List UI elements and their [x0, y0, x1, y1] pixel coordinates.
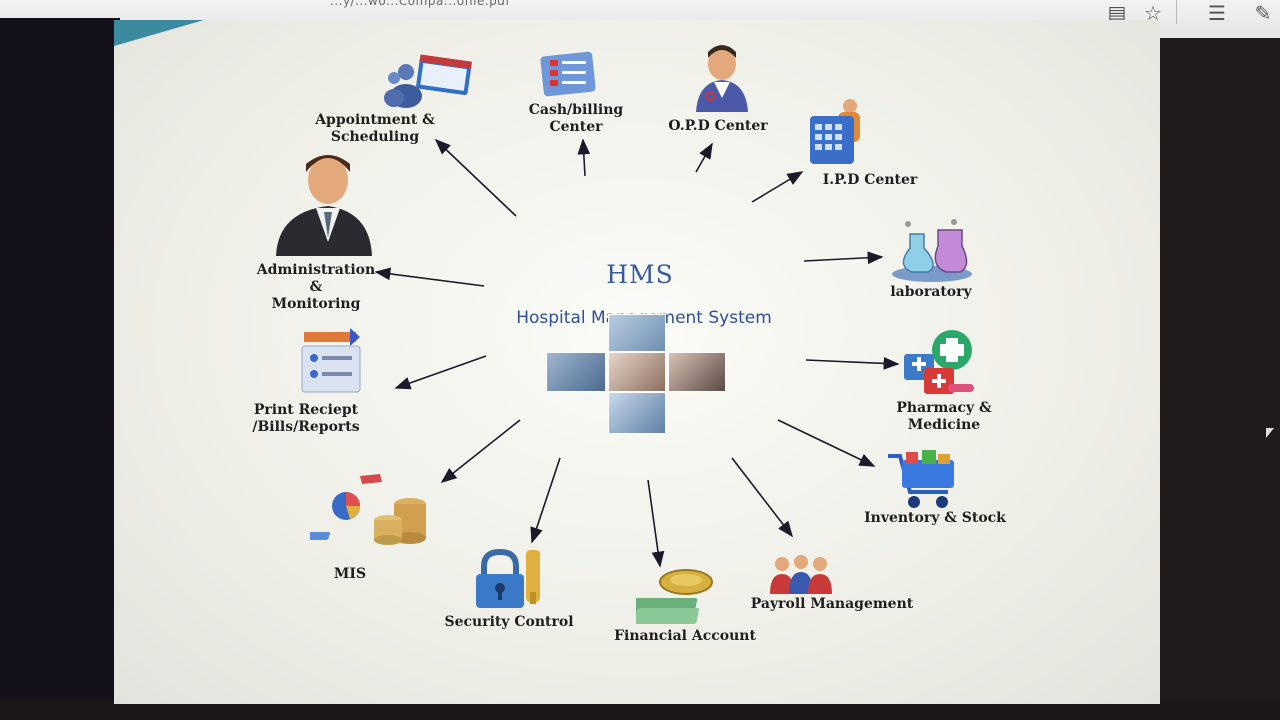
module-payroll[interactable]: Payroll Management — [750, 596, 914, 612]
staff-icon — [770, 555, 832, 594]
arrow-opd — [695, 142, 713, 173]
screen-bezel — [0, 700, 1280, 720]
calendar-people-icon — [384, 54, 472, 108]
diagram-title: HMS — [606, 260, 674, 289]
doctor-icon — [696, 45, 748, 112]
calendar-nurse-icon — [810, 99, 860, 164]
mouse-cursor-icon — [1266, 428, 1274, 438]
hub-menu-icon[interactable]: ☰ — [1208, 1, 1226, 25]
pie-chart-coins-icon — [310, 474, 426, 545]
medical-photo — [546, 352, 606, 392]
module-mis[interactable]: MIS — [333, 566, 367, 582]
medical-photo — [608, 392, 666, 434]
screen-bezel — [0, 18, 120, 720]
module-financial[interactable]: Financial Account — [614, 628, 756, 644]
arrow-print — [394, 355, 487, 390]
module-appointment[interactable]: Appointment & Scheduling — [315, 112, 435, 145]
arrow-inventory — [777, 419, 876, 467]
money-icon — [636, 569, 713, 624]
arrow-admin — [374, 267, 485, 287]
url-text[interactable]: ...y/...wo...Compa...ofile.pdf — [330, 0, 511, 8]
medical-photo — [608, 352, 666, 392]
arrow-ipd — [751, 171, 804, 203]
pdf-page: HMS Hospital Management System Appointme… — [114, 20, 1160, 704]
arrow-payroll — [731, 457, 793, 538]
arrow-mis — [440, 419, 521, 483]
module-security[interactable]: Security Control — [444, 614, 574, 630]
medicine-box-icon — [904, 330, 974, 394]
flask-icon — [892, 219, 972, 282]
medical-photo — [608, 314, 666, 352]
web-note-icon[interactable]: ✎ — [1254, 1, 1272, 25]
module-administration[interactable]: Administration & Monitoring — [256, 262, 376, 312]
module-cash-billing[interactable]: Cash/billing Center — [528, 102, 624, 135]
arrow-cash — [577, 138, 591, 177]
module-ipd-center[interactable]: I.P.D Center — [822, 172, 918, 188]
module-opd-center[interactable]: O.P.D Center — [668, 118, 768, 134]
reading-view-icon[interactable]: ▤ — [1107, 1, 1127, 25]
medical-photo — [668, 352, 726, 392]
cart-icon — [888, 450, 954, 508]
arrow-lab — [803, 251, 884, 265]
module-print-reports[interactable]: Print Reciept /Bills/Reports — [252, 402, 360, 435]
center-photo-collage — [546, 314, 726, 434]
module-inventory[interactable]: Inventory & Stock — [864, 510, 1006, 526]
arrow-appointment — [434, 138, 517, 217]
connector-arrows — [374, 138, 900, 568]
padlock-icon — [476, 548, 540, 608]
page-corner-decoration — [114, 20, 204, 46]
module-pharmacy[interactable]: Pharmacy & Medicine — [896, 400, 992, 433]
arrow-security — [530, 457, 561, 544]
favorite-star-icon[interactable]: ☆ — [1144, 1, 1162, 25]
checklist-icon — [540, 51, 596, 97]
businessman-icon — [276, 155, 372, 256]
arrow-pharmacy — [805, 356, 900, 370]
module-laboratory[interactable]: laboratory — [890, 284, 972, 300]
screen-bezel — [1158, 38, 1280, 720]
report-icon — [301, 328, 361, 393]
arrow-financial — [647, 479, 665, 568]
